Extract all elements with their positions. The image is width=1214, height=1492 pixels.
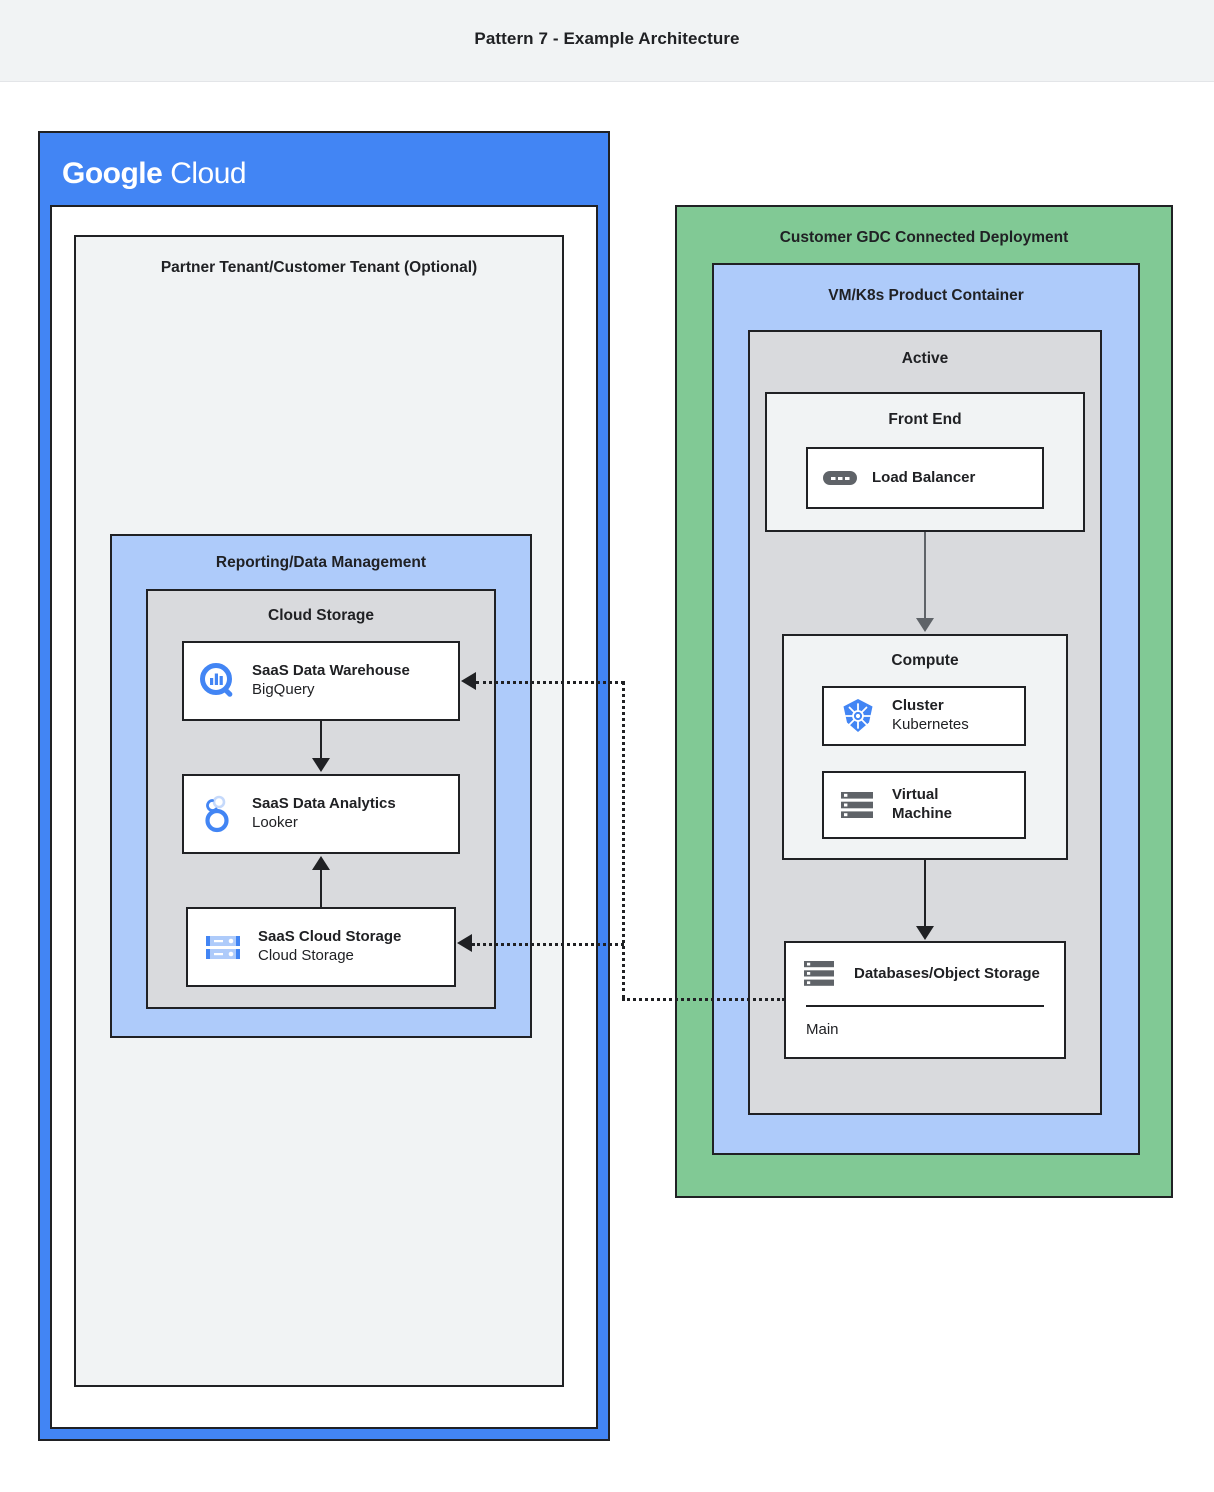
card-title: Cluster xyxy=(892,697,944,715)
connector-database-to-cloud-storage-arrowhead xyxy=(457,934,472,952)
connector-cloud-storage-to-looker-arrowhead xyxy=(312,856,330,870)
card-title: SaaS Data Analytics xyxy=(252,795,396,813)
card-text: SaaS Cloud Storage Cloud Storage xyxy=(258,928,401,966)
header-bar xyxy=(0,0,1214,82)
connector-dotted-trunk-to-database xyxy=(622,998,785,1001)
card-text: Cluster Kubernetes xyxy=(892,697,969,735)
connector-dotted-trunk-vertical xyxy=(622,681,625,999)
card-text: Virtual Machine xyxy=(892,786,952,824)
connector-cloud-storage-to-looker xyxy=(320,868,322,907)
connector-compute-to-database-arrowhead xyxy=(916,926,934,940)
google-cloud-logo-cloud: Cloud xyxy=(170,157,247,190)
card-saas-data-warehouse[interactable]: SaaS Data Warehouse BigQuery xyxy=(182,641,460,721)
looker-icon xyxy=(198,793,238,835)
connector-compute-to-database xyxy=(924,860,926,928)
cloud-storage-icon xyxy=(202,927,244,967)
card-load-balancer[interactable]: Load Balancer xyxy=(806,447,1044,509)
customer-gdc-deployment-title: Customer GDC Connected Deployment xyxy=(779,229,1069,246)
database-icon xyxy=(802,957,840,991)
card-subtitle: Cloud Storage xyxy=(258,947,354,964)
card-text: SaaS Data Analytics Looker xyxy=(252,795,396,833)
connector-database-to-bigquery-arrowhead xyxy=(461,672,476,690)
card-detail: Main xyxy=(806,1021,839,1038)
card-title: Load Balancer xyxy=(872,468,976,486)
card-divider xyxy=(806,1005,1044,1007)
card-header: Databases/Object Storage xyxy=(786,943,1064,1005)
page-title: Pattern 7 - Example Architecture xyxy=(474,29,740,48)
connector-bigquery-to-looker-arrowhead xyxy=(312,758,330,772)
card-virtual-machine[interactable]: Virtual Machine xyxy=(822,771,1026,839)
card-subtitle: Kubernetes xyxy=(892,716,969,733)
cloud-storage-group-title: Cloud Storage xyxy=(268,607,374,624)
card-databases-object-storage[interactable]: Databases/Object Storage Main xyxy=(784,941,1066,1059)
active-title: Active xyxy=(901,350,949,367)
partner-tenant-title: Partner Tenant/Customer Tenant (Optional… xyxy=(160,259,478,276)
bigquery-icon xyxy=(198,661,238,701)
card-subtitle: BigQuery xyxy=(252,681,315,698)
card-title: SaaS Data Warehouse xyxy=(252,662,410,680)
google-cloud-logo-google: Google xyxy=(62,157,163,190)
connector-frontend-to-compute-arrowhead xyxy=(916,618,934,632)
google-cloud-logo: Google Cloud xyxy=(62,157,247,191)
connector-frontend-to-compute xyxy=(924,532,926,620)
load-balancer-icon xyxy=(822,467,858,489)
card-title: Virtual Machine xyxy=(892,786,953,822)
virtual-machine-icon xyxy=(838,787,878,823)
card-text: Load Balancer xyxy=(872,469,975,488)
vm-k8s-product-container-title: VM/K8s Product Container xyxy=(828,287,1024,304)
reporting-data-management-title: Reporting/Data Management xyxy=(215,554,427,571)
connector-bigquery-to-looker xyxy=(320,721,322,760)
card-saas-data-analytics[interactable]: SaaS Data Analytics Looker xyxy=(182,774,460,854)
card-title: Databases/Object Storage xyxy=(854,964,1040,982)
connector-database-to-bigquery-line xyxy=(476,681,624,684)
compute-title: Compute xyxy=(891,652,959,669)
front-end-title: Front End xyxy=(888,411,962,428)
card-cluster[interactable]: Cluster Kubernetes xyxy=(822,686,1026,746)
connector-database-to-cloud-storage-line xyxy=(472,943,624,946)
card-text: SaaS Data Warehouse BigQuery xyxy=(252,662,410,700)
kubernetes-icon xyxy=(838,696,878,736)
card-subtitle: Looker xyxy=(252,814,298,831)
card-title: SaaS Cloud Storage xyxy=(258,928,402,946)
card-text: Databases/Object Storage xyxy=(854,965,1040,984)
card-saas-cloud-storage[interactable]: SaaS Cloud Storage Cloud Storage xyxy=(186,907,456,987)
